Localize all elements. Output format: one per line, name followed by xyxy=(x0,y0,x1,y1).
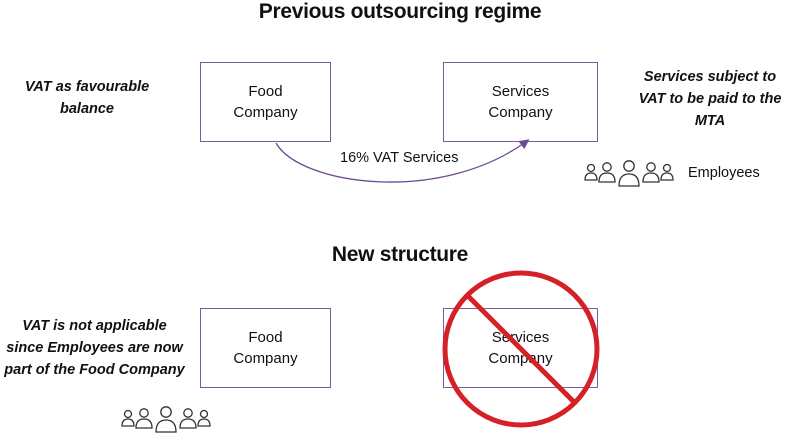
employees-label: Employees xyxy=(688,165,760,181)
box-food-company-bottom: Food Company xyxy=(200,308,331,388)
box-food-company-top-label: Food Company xyxy=(233,83,298,121)
box-services-company-top-label: Services Company xyxy=(488,83,553,121)
note-services-vat-mta: Services subject to VAT to be paid to th… xyxy=(638,69,782,129)
employees-group-bottom xyxy=(120,404,220,436)
note-vat-not-applicable: VAT is not applicable since Employees ar… xyxy=(4,318,185,378)
prohibition-sign xyxy=(442,270,600,428)
vat-services-arrow xyxy=(275,139,530,183)
people-icon xyxy=(121,406,211,433)
box-food-company-top: Food Company xyxy=(200,62,331,142)
note-vat-favourable: VAT as favourable balance xyxy=(24,79,150,117)
title-new-structure: New structure xyxy=(331,243,469,266)
people-icon xyxy=(584,160,674,187)
box-services-company-top: Services Company xyxy=(443,62,598,142)
employees-group-top xyxy=(583,158,683,190)
arrow-label-vat-services: 16% VAT Services xyxy=(340,150,459,166)
box-food-company-bottom-label: Food Company xyxy=(233,329,298,367)
title-previous-regime: Previous outsourcing regime xyxy=(258,0,542,23)
